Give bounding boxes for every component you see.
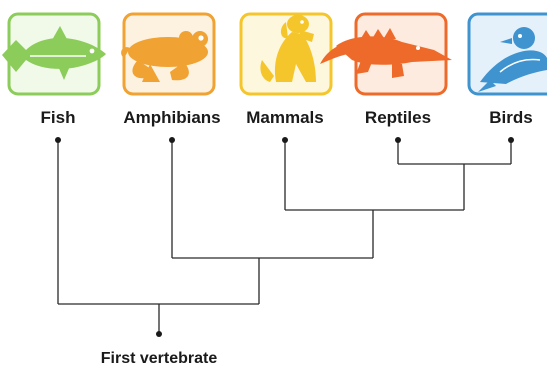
- phylogenetic-tree: [55, 137, 514, 337]
- mammals-tile: [241, 14, 331, 94]
- reptiles-tile: [320, 14, 452, 94]
- tip-dot-reptiles: [395, 137, 401, 143]
- tip-dot-amphibians: [169, 137, 175, 143]
- amphibians-tile: [121, 14, 214, 94]
- tip-dot-mammals: [282, 137, 288, 143]
- tip-dot-birds: [508, 137, 514, 143]
- fish-tile: [2, 14, 106, 94]
- root-dot: [156, 331, 162, 337]
- taxon-label-amphibians: Amphibians: [123, 108, 220, 127]
- taxon-label-mammals: Mammals: [246, 108, 323, 127]
- taxon-label-reptiles: Reptiles: [365, 108, 431, 127]
- tip-dot-fish: [55, 137, 61, 143]
- taxon-label-fish: Fish: [41, 108, 76, 127]
- birds-tile: [469, 14, 547, 94]
- root-label: First vertebrate: [101, 350, 218, 367]
- taxon-label-birds: Birds: [489, 108, 532, 127]
